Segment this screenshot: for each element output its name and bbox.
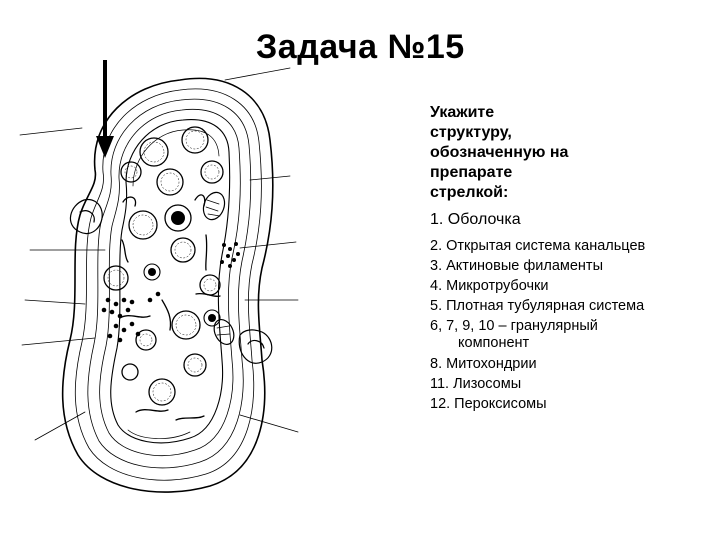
label-lines	[19, 67, 299, 441]
question-text: Укажите структуру, обозначенную на препа…	[430, 103, 700, 203]
question-line: препарате	[430, 164, 513, 181]
answer-option: 1. Оболочка	[430, 211, 521, 228]
dense-bodies	[143, 204, 221, 327]
answer-option: 11. Лизосомы	[430, 376, 522, 392]
down-arrow-icon	[96, 60, 114, 158]
answer-option: 5. Плотная тубулярная система	[430, 298, 645, 314]
question-line: Укажите	[430, 104, 495, 121]
answer-option: 2. Открытая система канальцев	[430, 238, 646, 254]
cell-membrane	[61, 77, 274, 493]
answer-option: 4. Микротрубочки	[430, 278, 549, 294]
microtubule-band	[127, 129, 220, 439]
alpha-granules	[103, 126, 224, 406]
membrane-pits	[69, 198, 273, 364]
answer-option-continuation: компонент	[458, 335, 530, 351]
question-line: структуру,	[430, 124, 512, 141]
answer-option: 3. Актиновые филаменты	[430, 258, 603, 274]
answer-option: 8. Митохондрии	[430, 356, 537, 372]
canalicular-system	[119, 194, 221, 421]
slide-title: Задача №15	[256, 28, 465, 66]
answer-options: 1. Оболочка 2. Открытая система канальце…	[430, 210, 715, 414]
question-line: обозначенную на	[430, 144, 569, 161]
question-line: стрелкой:	[430, 184, 509, 201]
answer-option: 6, 7, 9, 10 – гранулярный	[430, 318, 598, 334]
particle-clusters	[101, 242, 240, 343]
answer-option: 12. Пероксисомы	[430, 396, 547, 412]
